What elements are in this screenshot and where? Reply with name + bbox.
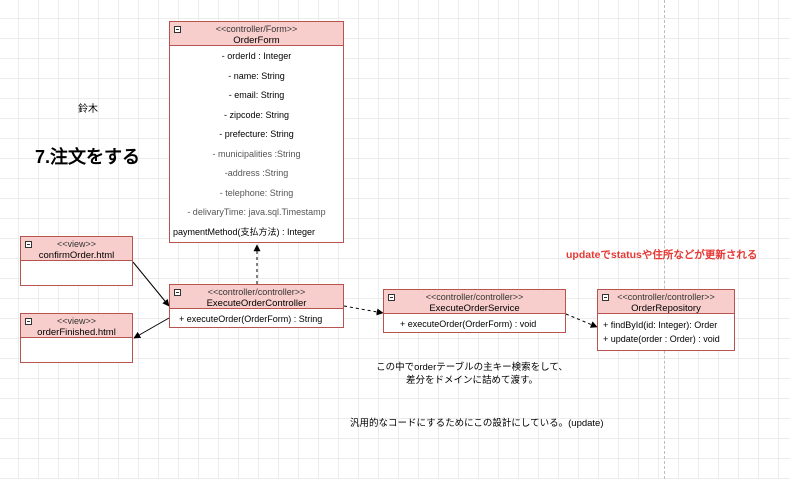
- class-header: <<controller/controller>> ExecuteOrderSe…: [384, 290, 565, 314]
- class-order-finished[interactable]: <<view>> orderFinished.html: [20, 313, 133, 363]
- operation-execute-order: + executeOrder(OrderForm) : void: [400, 319, 537, 329]
- operation-update: + update(order : Order) : void: [603, 334, 720, 344]
- class-stereotype: <<controller/controller>>: [207, 287, 306, 297]
- class-execute-order-controller[interactable]: <<controller/controller>> ExecuteOrderCo…: [169, 284, 344, 328]
- class-name: ExecuteOrderService: [429, 303, 520, 314]
- field-municipalities: - municipalities :String: [212, 148, 301, 159]
- author-label: 鈴木: [78, 104, 98, 115]
- collapse-icon[interactable]: [174, 26, 181, 33]
- class-stereotype: <<view>>: [56, 316, 97, 326]
- collapse-icon[interactable]: [174, 289, 181, 296]
- arrow-confirm-to-controller: [132, 261, 170, 307]
- dependency-service-to-repository: [565, 313, 598, 328]
- update-note: updateでstatusや住所などが更新される: [566, 249, 758, 261]
- class-header: <<view>> confirmOrder.html: [21, 237, 132, 261]
- swimlane-divider: [664, 0, 665, 479]
- class-header: <<controller/controller>> ExecuteOrderCo…: [170, 285, 343, 309]
- class-execute-order-service[interactable]: <<controller/controller>> ExecuteOrderSe…: [383, 289, 566, 333]
- collapse-icon[interactable]: [25, 241, 32, 248]
- class-confirm-order[interactable]: <<view>> confirmOrder.html: [20, 236, 133, 286]
- collapse-icon[interactable]: [602, 294, 609, 301]
- class-name: ExecuteOrderController: [206, 298, 307, 309]
- class-header: <<controller/Form>> OrderForm: [170, 22, 343, 46]
- class-order-repository[interactable]: <<controller/controller>> OrderRepositor…: [597, 289, 735, 351]
- field-telephone: - telephone: String: [219, 187, 294, 198]
- class-stereotype: <<view>>: [56, 239, 97, 249]
- operation-find-by-id: + findById(id: Integer): Order: [603, 320, 718, 330]
- class-stereotype: <<controller/Form>>: [215, 24, 298, 34]
- field-prefecture: - prefecture: String: [219, 129, 294, 139]
- class-header: <<controller/controller>> OrderRepositor…: [598, 290, 734, 314]
- diagram-heading: 7.注文をする: [35, 147, 141, 167]
- class-stereotype: <<controller/controller>>: [617, 292, 715, 302]
- field-address: -address :String: [224, 168, 289, 178]
- design-note: 汎用的なコードにするためにこの設計にしている。(update): [350, 418, 604, 429]
- field-payment-method: paymentMethod(支払方法) : Integer: [173, 226, 316, 237]
- field-name: - name: String: [228, 70, 285, 81]
- field-email: - email: String: [228, 90, 285, 100]
- class-stereotype: <<controller/controller>>: [425, 292, 524, 302]
- service-note: この中でorderテーブルの主キー検索をして、 差分をドメインに詰めて渡す。: [363, 361, 581, 387]
- class-header: <<view>> orderFinished.html: [21, 314, 132, 338]
- field-zipcode: - zipcode: String: [223, 109, 290, 120]
- field-delivary-time: - delivaryTime: java.sql.Timestamp: [187, 207, 326, 217]
- class-name: orderFinished.html: [37, 327, 116, 338]
- collapse-icon[interactable]: [25, 318, 32, 325]
- service-note-line2: 差分をドメインに詰めて渡す。: [405, 375, 539, 386]
- dependency-controller-to-service: [343, 305, 384, 316]
- arrow-controller-to-finished: [133, 317, 170, 339]
- operation-execute-order: + executeOrder(OrderForm) : String: [179, 314, 323, 324]
- class-name: OrderForm: [233, 35, 280, 46]
- class-order-form[interactable]: <<controller/Form>> OrderForm - orderId …: [169, 21, 344, 243]
- collapse-icon[interactable]: [388, 294, 395, 301]
- class-name: confirmOrder.html: [38, 250, 115, 261]
- field-order-id: - orderId : Integer: [221, 51, 292, 61]
- class-name: OrderRepository: [631, 303, 701, 314]
- service-note-line1: この中でorderテーブルの主キー検索をして、: [376, 362, 568, 373]
